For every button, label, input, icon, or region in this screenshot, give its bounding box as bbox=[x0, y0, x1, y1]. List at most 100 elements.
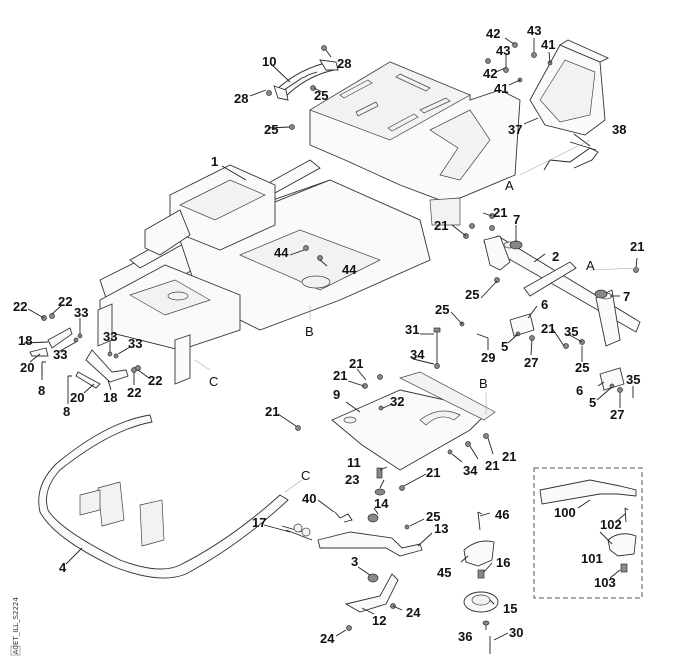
callout-41: 41 bbox=[541, 37, 555, 52]
callout-11: 11 bbox=[347, 455, 361, 470]
callout-103: 103 bbox=[594, 575, 616, 590]
callout-23: 23 bbox=[345, 472, 359, 487]
part-102-pin bbox=[624, 507, 629, 523]
part-10-toothed-plate bbox=[273, 59, 339, 101]
callout-33: 33 bbox=[128, 336, 142, 351]
callout-27: 27 bbox=[610, 407, 624, 422]
reference-letter-b: B bbox=[305, 324, 314, 339]
callout-6: 6 bbox=[541, 297, 548, 312]
hardware-fasteners bbox=[41, 42, 639, 631]
part-103-spacer bbox=[620, 563, 628, 573]
part-7-spring-upper bbox=[509, 240, 523, 250]
callout-41: 41 bbox=[494, 81, 508, 96]
callout-40: 40 bbox=[302, 491, 316, 506]
reference-letters: A A B B C C bbox=[194, 139, 641, 493]
callout-31: 31 bbox=[405, 322, 419, 337]
callout-24: 24 bbox=[320, 631, 335, 646]
callout-35: 35 bbox=[626, 372, 640, 387]
callout-14: 14 bbox=[374, 496, 389, 511]
part-7-spring-lower bbox=[594, 289, 608, 299]
callout-42: 42 bbox=[483, 66, 497, 81]
reference-letter-a: A bbox=[586, 258, 595, 273]
callout-45: 45 bbox=[437, 565, 451, 580]
callout-21: 21 bbox=[333, 368, 347, 383]
callout-32: 32 bbox=[390, 394, 404, 409]
part-29-bolt bbox=[476, 333, 489, 339]
callout-20: 20 bbox=[20, 360, 34, 375]
part-6-bracket-lower bbox=[599, 367, 625, 391]
callout-13: 13 bbox=[434, 521, 448, 536]
callout-7: 7 bbox=[623, 289, 630, 304]
callout-4: 4 bbox=[59, 560, 67, 575]
part-8-pin-left bbox=[41, 361, 46, 376]
part-3-bushing bbox=[367, 573, 379, 583]
callout-34: 34 bbox=[463, 463, 478, 478]
part-20-clip-right bbox=[75, 371, 101, 389]
part-9-seat-plate bbox=[331, 371, 496, 471]
callout-36: 36 bbox=[458, 629, 472, 644]
callout-22: 22 bbox=[127, 385, 141, 400]
part-23-nut bbox=[374, 488, 386, 496]
part-11-stud bbox=[376, 467, 383, 479]
callout-102: 102 bbox=[600, 517, 622, 532]
callout-27: 27 bbox=[524, 355, 538, 370]
callout-44: 44 bbox=[342, 262, 357, 277]
part-13-idler-arm bbox=[317, 531, 423, 557]
callout-20: 20 bbox=[70, 390, 84, 405]
part-16-spacer bbox=[477, 569, 485, 579]
part-46-pin bbox=[477, 511, 483, 531]
callout-22: 22 bbox=[148, 373, 162, 388]
part-8-pin-right bbox=[67, 375, 72, 392]
callout-25: 25 bbox=[426, 509, 440, 524]
callout-25: 25 bbox=[264, 122, 278, 137]
callout-8: 8 bbox=[38, 383, 45, 398]
callout-17: 17 bbox=[252, 515, 266, 530]
callout-34: 34 bbox=[410, 347, 425, 362]
callout-21: 21 bbox=[493, 205, 507, 220]
part-100-arm bbox=[539, 479, 637, 505]
callout-25: 25 bbox=[465, 287, 479, 302]
reference-letter-c: C bbox=[209, 374, 218, 389]
callout-100: 100 bbox=[554, 505, 576, 520]
callout-12: 12 bbox=[372, 613, 386, 628]
callout-21: 21 bbox=[541, 321, 555, 336]
part-18-bracket-right bbox=[85, 349, 129, 383]
callout-15: 15 bbox=[503, 601, 517, 616]
callout-38: 38 bbox=[612, 122, 626, 137]
revision-code: A0 bbox=[12, 645, 20, 654]
callout-33: 33 bbox=[53, 347, 67, 362]
callout-21: 21 bbox=[434, 218, 448, 233]
drawing-code-stamp: ET_ILL_S2224 A0 bbox=[10, 597, 21, 656]
part-15-pulley bbox=[463, 591, 499, 613]
callout-44: 44 bbox=[274, 245, 289, 260]
callout-21: 21 bbox=[426, 465, 440, 480]
part-17-spring bbox=[281, 523, 313, 541]
callout-16: 16 bbox=[496, 555, 510, 570]
callout-29: 29 bbox=[481, 350, 495, 365]
part-36-washer bbox=[482, 620, 490, 626]
part-101-bracket bbox=[607, 533, 637, 557]
callout-25: 25 bbox=[314, 88, 328, 103]
part-37-battery-tray bbox=[529, 39, 610, 136]
callout-18: 18 bbox=[18, 333, 32, 348]
callout-labels: 10 28 28 25 25 42 42 43 43 41 41 37 38 1… bbox=[13, 23, 644, 646]
callout-28: 28 bbox=[234, 91, 248, 106]
callout-42: 42 bbox=[486, 26, 500, 41]
part-14-bushing bbox=[367, 513, 379, 523]
callout-21: 21 bbox=[349, 356, 363, 371]
callout-37: 37 bbox=[508, 122, 522, 137]
callout-18: 18 bbox=[103, 390, 117, 405]
part-20-clip-left bbox=[29, 347, 49, 357]
callout-9: 9 bbox=[333, 387, 340, 402]
drawing-code: ET_ILL_S2224 bbox=[12, 597, 20, 645]
part-6-bracket-upper bbox=[509, 313, 535, 337]
callout-24: 24 bbox=[406, 605, 421, 620]
callout-43: 43 bbox=[527, 23, 541, 38]
part-18-bracket-left bbox=[47, 327, 73, 349]
part-40-clip bbox=[334, 511, 353, 523]
callout-1: 1 bbox=[211, 154, 218, 169]
part-2-axle-support bbox=[483, 235, 641, 347]
callout-21: 21 bbox=[265, 404, 279, 419]
callout-33: 33 bbox=[74, 305, 88, 320]
